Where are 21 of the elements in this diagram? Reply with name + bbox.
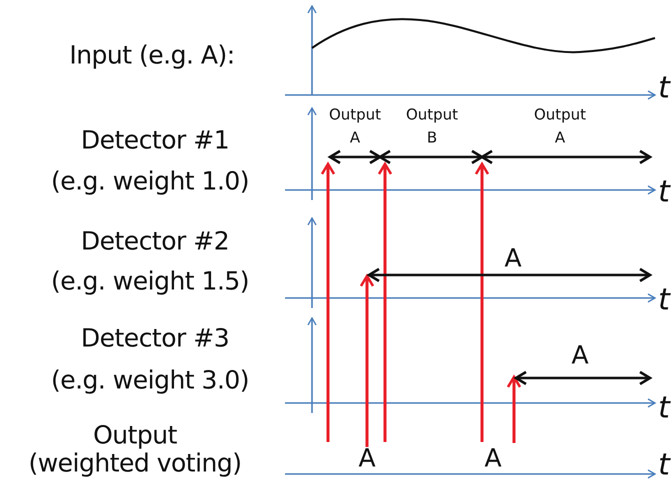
interval-label: Output A [328, 104, 382, 148]
output-value-label: A [358, 444, 376, 472]
row-label: (weighted voting) [28, 449, 242, 477]
interval-label: Output B [404, 104, 460, 148]
row-label: Output [93, 421, 177, 449]
row-label: Input (e.g. A): [69, 41, 235, 69]
row-label: Detector #3 [80, 324, 230, 352]
time-axis-label: t [658, 284, 670, 316]
output-value-label: A [571, 341, 589, 369]
row-label: (e.g. weight 3.0) [50, 366, 250, 394]
time-axis-label: t [658, 72, 670, 104]
row-label: (e.g. weight 1.0) [50, 167, 250, 195]
time-axis-label: t [658, 176, 670, 208]
row-label: (e.g. weight 1.5) [50, 267, 250, 295]
row-label: Detector #1 [80, 126, 230, 154]
row-label: Detector #2 [80, 227, 230, 255]
time-axis-label: t [658, 448, 670, 482]
output-value-label: A [504, 244, 522, 272]
interval-label: Output A [532, 104, 588, 148]
output-value-label: A [484, 444, 502, 472]
time-axis-label: t [658, 392, 670, 424]
